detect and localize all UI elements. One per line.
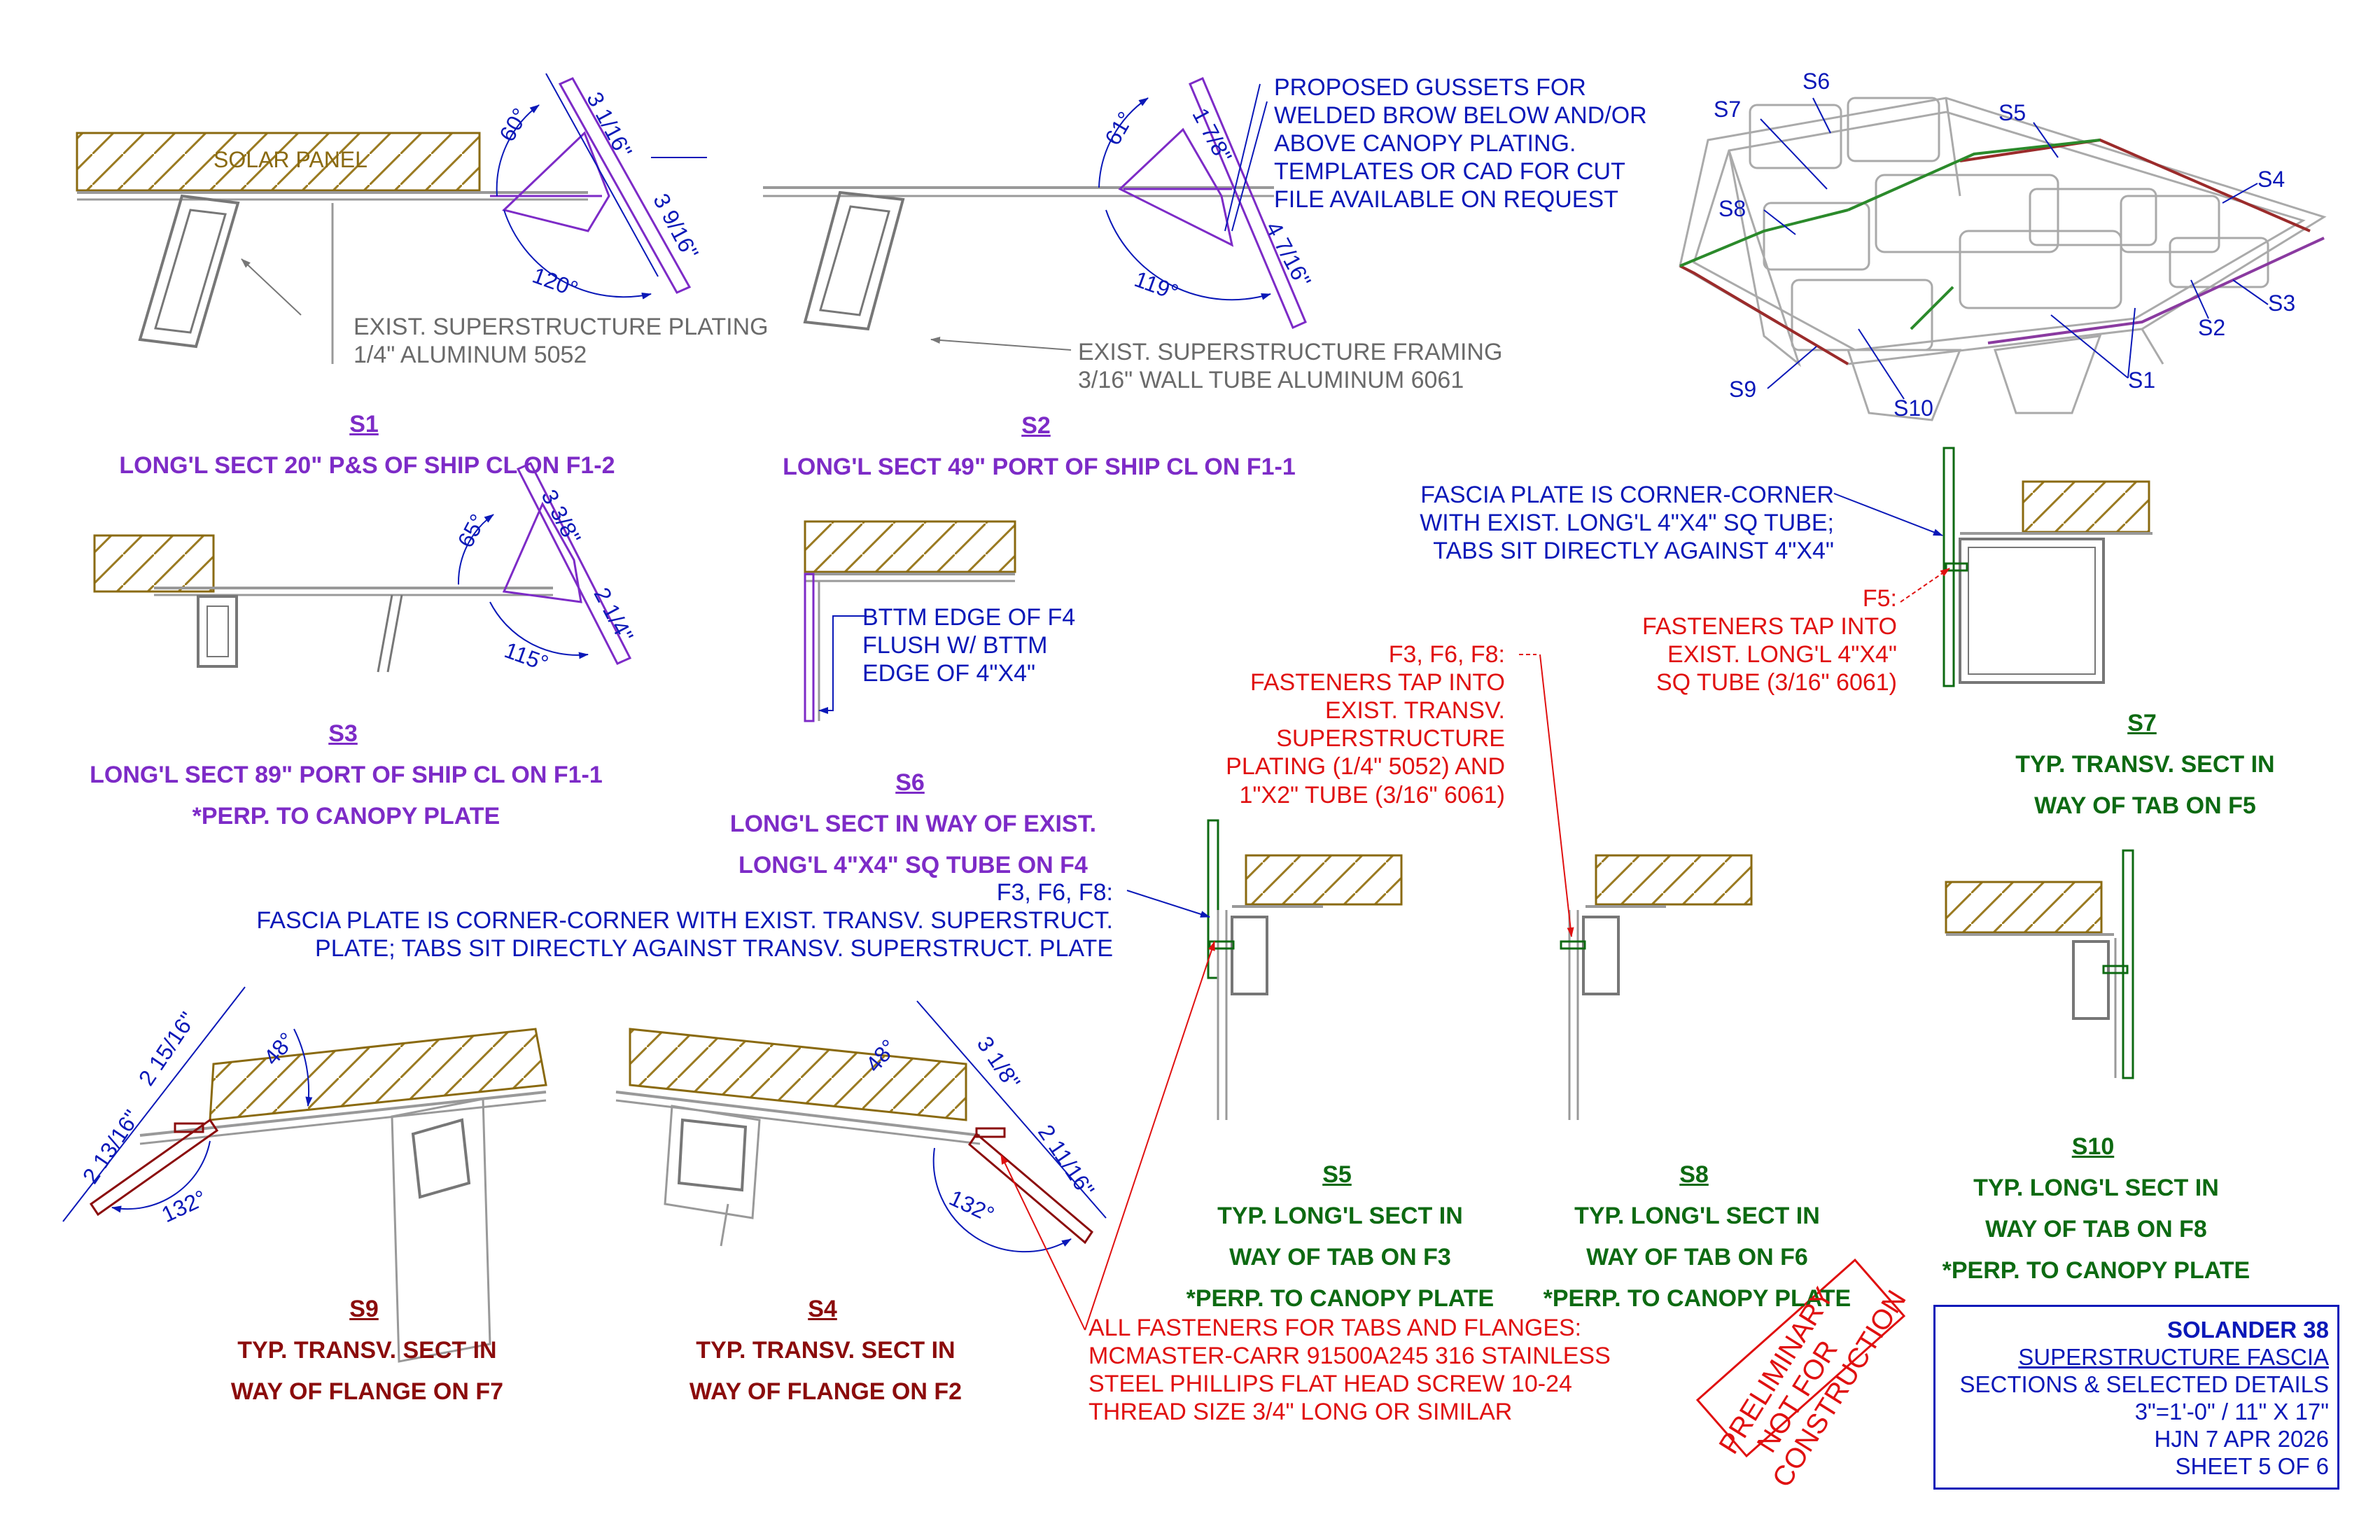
iso-leaders [1760, 97, 2269, 400]
frame-tube [138, 194, 240, 349]
s9-tag: S9 [349, 1295, 379, 1322]
s2-gusset [1118, 127, 1234, 247]
s1-fascia-plate [558, 77, 692, 294]
s7-title: S7 TYP. TRANSV. SECT IN WAY OF TAB ON F5 [1960, 682, 2324, 820]
iso-label-s10: S10 [1893, 396, 1933, 421]
s5-title: S5 TYP. LONG'L SECT IN WAY OF TAB ON F3 … [1162, 1134, 1512, 1312]
section-s10-drawing [1945, 849, 2134, 1079]
author-date: HJN 7 APR 2026 [2154, 1425, 2329, 1452]
section-s2-drawing [763, 77, 1307, 351]
section-s5-drawing [1126, 819, 1403, 1120]
iso-label-s9: S9 [1729, 377, 1757, 402]
s6-tag: S6 [895, 769, 925, 796]
section-s8-drawing [1519, 654, 1753, 1120]
transv-fascia-note: F3, F6, F8:FASCIA PLATE IS CORNER-CORNER… [256, 879, 1113, 962]
s8-tag: S8 [1679, 1161, 1709, 1188]
title-block: SOLANDER 38 SUPERSTRUCTURE FASCIA SECTIO… [1933, 1305, 2339, 1490]
section-s1-drawing [76, 73, 707, 364]
project-name: SOLANDER 38 [2166, 1317, 2329, 1343]
drawing-scale: 3"=1'-0" / 11" X 17" [2134, 1398, 2329, 1424]
sheet-number: SHEET 5 OF 6 [2175, 1452, 2329, 1479]
s7-fascia-plate [1942, 447, 1955, 687]
iso-label-s4: S4 [2258, 167, 2286, 192]
drawing-title: SUPERSTRUCTURE FASCIA [2018, 1343, 2329, 1370]
s5-fascia-plate [1207, 819, 1219, 979]
section-s4-drawing [615, 941, 1215, 1331]
s8-title: S8 TYP. LONG'L SECT IN WAY OF TAB ON F6 … [1519, 1134, 1869, 1312]
s6-title: S6 LONG'L SECT IN WAY OF EXIST. LONG'L 4… [700, 742, 1120, 879]
s2-title-text: LONG'L SECT 49" PORT OF SHIP CL ON F1-1 [783, 453, 1296, 480]
iso-label-s8: S8 [1718, 196, 1746, 221]
s4-title: S4 TYP. TRANSV. SECT IN WAY OF FLANGE ON… [648, 1268, 997, 1406]
s4-flange [968, 1132, 1093, 1245]
s3-title: S3 LONG'L SECT 89" PORT OF SHIP CL ON F1… [56, 693, 630, 830]
s6-fascia-plate [804, 573, 815, 722]
s1-title: S1 LONG'L SECT 20" P&S OF SHIP CL ON F1-… [98, 384, 630, 479]
s3-gusset [502, 501, 582, 603]
s1-gusset [501, 131, 610, 232]
s7-sq-tube [1959, 538, 2105, 684]
s10-fascia-plate [2122, 849, 2134, 1079]
s2-tag: S2 [1021, 412, 1051, 439]
iso-label-s1: S1 [2128, 368, 2156, 393]
s3-fascia-plate [516, 462, 632, 665]
s9-title: S9 TYP. TRANSV. SECT IN WAY OF FLANGE ON… [189, 1268, 539, 1406]
all-fasteners-note: ALL FASTENERS FOR TABS AND FLANGES:MCMAS… [1088, 1315, 1611, 1426]
s1-title-text: LONG'L SECT 20" P&S OF SHIP CL ON F1-2 [119, 451, 615, 479]
s2-fascia-plate [1189, 77, 1307, 329]
iso-label-s6: S6 [1802, 69, 1830, 94]
s7-tag: S7 [2127, 709, 2157, 736]
iso-label-s5: S5 [1998, 100, 2026, 125]
iso-label-s7: S7 [1714, 97, 1742, 122]
s9-flange [89, 1118, 219, 1217]
iso-label-s2: S2 [2198, 315, 2226, 340]
stamp-border [1695, 1258, 1906, 1458]
section-s7-drawing [1833, 447, 2152, 687]
s2-title: S2 LONG'L SECT 49" PORT OF SHIP CL ON F1… [756, 385, 1316, 481]
drawing-subtitle: SECTIONS & SELECTED DETAILS [1959, 1371, 2329, 1397]
section-s3-drawing [93, 462, 632, 673]
isometric-view [1679, 97, 2327, 421]
section-s9-drawing [62, 986, 547, 1363]
s3-tag: S3 [328, 720, 358, 747]
s10-title: S10 TYP. LONG'L SECT IN WAY OF TAB ON F8… [1918, 1106, 2268, 1284]
solar-panel-hatch [76, 132, 481, 192]
s4-tag: S4 [808, 1295, 837, 1322]
iso-label-s3: S3 [2268, 290, 2296, 316]
s10-tag: S10 [2071, 1133, 2115, 1160]
solar-panel-label: SOLAR PANEL [214, 147, 368, 172]
s5-tag: S5 [1322, 1161, 1352, 1188]
section-s6-drawing [804, 520, 1016, 722]
s1-tag: S1 [349, 410, 379, 438]
